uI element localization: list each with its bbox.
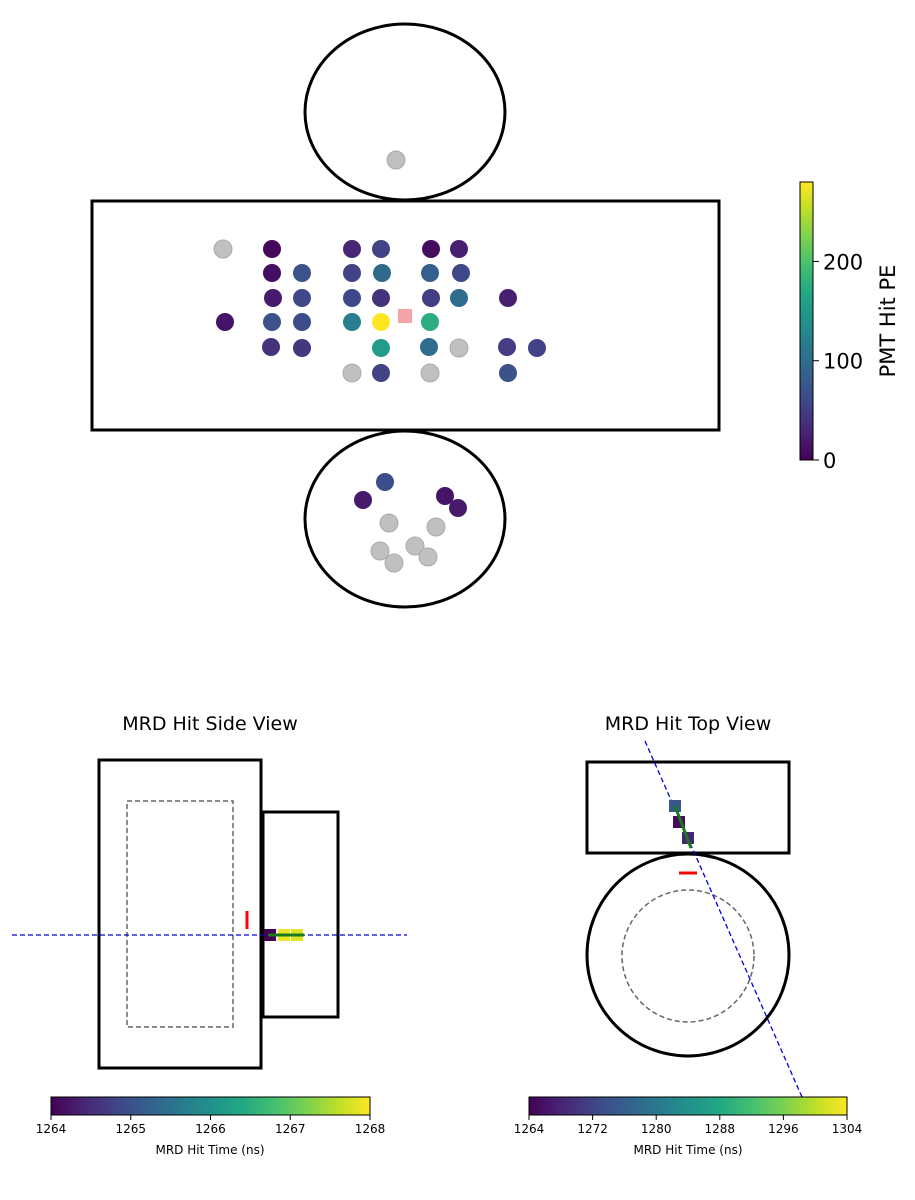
- side-tick-label: 1267: [275, 1122, 306, 1136]
- top-tick-label: 1264: [514, 1122, 545, 1136]
- pmt-hit-barrel: [262, 338, 280, 356]
- top-tick-label: 1280: [641, 1122, 672, 1136]
- pmt-hit-barrel: [449, 338, 469, 358]
- pe-colorbar-gradient: [799, 181, 814, 461]
- pe-colorbar-ticks: 0 100 200: [813, 250, 863, 473]
- side-tick-label: 1268: [355, 1122, 386, 1136]
- pe-tick-label: 100: [823, 350, 863, 374]
- tank-bottom-cap-outline: [303, 429, 507, 609]
- pe-colorbar-label: PMT Hit PE: [876, 265, 900, 378]
- pmt-hit-bottom-cap: [418, 547, 438, 567]
- top-tick-label: 1272: [577, 1122, 608, 1136]
- pmt-hit-barrel: [373, 264, 391, 282]
- side-fiducial-outline: [126, 800, 234, 1028]
- side-colorbar-gradient: [50, 1096, 371, 1116]
- pmt-hit-bottom-cap: [384, 553, 404, 573]
- pmt-hit-barrel: [372, 339, 390, 357]
- mrd-top-view: MRD Hit Top View: [585, 713, 803, 1098]
- top-tick-label: 1296: [768, 1122, 799, 1136]
- side-colorbar-ticks: 1264 1265 1266 1267 1268: [36, 1115, 386, 1136]
- pmt-hit-bottom-cap: [436, 487, 454, 505]
- tank-display: [90, 22, 721, 609]
- pmt-hit-barrel: [213, 239, 233, 259]
- pmt-hit-barrel: [421, 264, 439, 282]
- pmt-hit-barrel: [263, 313, 281, 331]
- pmt-hit-bottom-cap: [379, 513, 399, 533]
- pmt-hit-barrel: [499, 289, 517, 307]
- top-colorbar-ticks: 1264 1272 1280 1288 1296 1304: [514, 1115, 863, 1136]
- pmt-hit-barrel: [263, 240, 281, 258]
- pmt-hit-barrel: [372, 364, 390, 382]
- pmt-hits: [213, 150, 546, 573]
- top-track-line: [673, 805, 693, 849]
- vertex-marker: [398, 309, 412, 323]
- pmt-hit-barrel: [293, 313, 311, 331]
- top-view-title: MRD Hit Top View: [605, 713, 772, 735]
- pmt-hit-barrel: [450, 240, 468, 258]
- side-view-title: MRD Hit Side View: [122, 713, 298, 735]
- pmt-hit-bottom-cap: [405, 536, 425, 556]
- pmt-hit-barrel: [343, 289, 361, 307]
- pmt-hit-barrel: [343, 264, 361, 282]
- top-colorbar: 1264 1272 1280 1288 1296 1304 MRD Hit Time (n…: [514, 1096, 863, 1157]
- pe-tick-label: 0: [823, 449, 836, 473]
- pmt-hit-barrel: [293, 289, 311, 307]
- mrd-side-view: MRD Hit Side View: [12, 713, 407, 1070]
- side-tank-outline: [97, 758, 263, 1070]
- pmt-hit-barrel: [452, 264, 470, 282]
- side-colorbar-label: MRD Hit Time (ns): [155, 1143, 264, 1157]
- pmt-hit-barrel: [450, 289, 468, 307]
- tank-top-cap-outline: [303, 22, 507, 202]
- pe-colorbar: 0 100 200 PMT Hit PE: [799, 181, 900, 473]
- pmt-hit-barrel: [420, 363, 440, 383]
- side-colorbar: 1264 1265 1266 1267 1268 MRD Hit Time (ns): [36, 1096, 386, 1157]
- top-tick-label: 1304: [832, 1122, 863, 1136]
- pmt-hit-barrel: [372, 313, 390, 331]
- pmt-hit-barrel: [216, 313, 234, 331]
- side-tick-label: 1264: [36, 1122, 67, 1136]
- pmt-hit-barrel: [342, 363, 362, 383]
- pmt-hit-bottom-cap: [449, 499, 467, 517]
- pmt-hit-barrel: [420, 338, 438, 356]
- pmt-hit-barrel: [499, 364, 517, 382]
- pmt-hit-bottom-cap: [370, 541, 390, 561]
- top-colorbar-gradient: [528, 1096, 848, 1116]
- top-colorbar-label: MRD Hit Time (ns): [633, 1143, 742, 1157]
- side-mrd-outline: [261, 810, 340, 1019]
- pmt-hit-barrel: [263, 264, 281, 282]
- side-tick-label: 1266: [195, 1122, 226, 1136]
- pmt-hit-barrel: [343, 313, 361, 331]
- top-fiducial-outline: [621, 889, 755, 1023]
- pmt-hit-barrel: [421, 313, 439, 331]
- pmt-hit-barrel: [498, 338, 516, 356]
- pmt-hit-barrel: [343, 240, 361, 258]
- pmt-hit-barrel: [422, 289, 440, 307]
- pmt-hit-bottom-cap: [376, 473, 394, 491]
- pmt-hit-barrel: [422, 240, 440, 258]
- pmt-hit-barrel: [372, 240, 390, 258]
- top-tank-outline: [585, 852, 791, 1058]
- top-beam-line: [644, 740, 803, 1098]
- pmt-hit-barrel: [293, 264, 311, 282]
- pmt-hit-top-cap: [386, 150, 406, 170]
- pmt-hit-bottom-cap: [354, 491, 372, 509]
- pmt-hit-barrel: [293, 339, 311, 357]
- side-tick-label: 1265: [115, 1122, 146, 1136]
- pmt-hit-barrel: [528, 339, 546, 357]
- pmt-hit-barrel: [264, 289, 282, 307]
- top-tick-label: 1288: [705, 1122, 736, 1136]
- pmt-hit-barrel: [372, 289, 390, 307]
- pe-tick-label: 200: [823, 250, 863, 274]
- pmt-hit-bottom-cap: [426, 517, 446, 537]
